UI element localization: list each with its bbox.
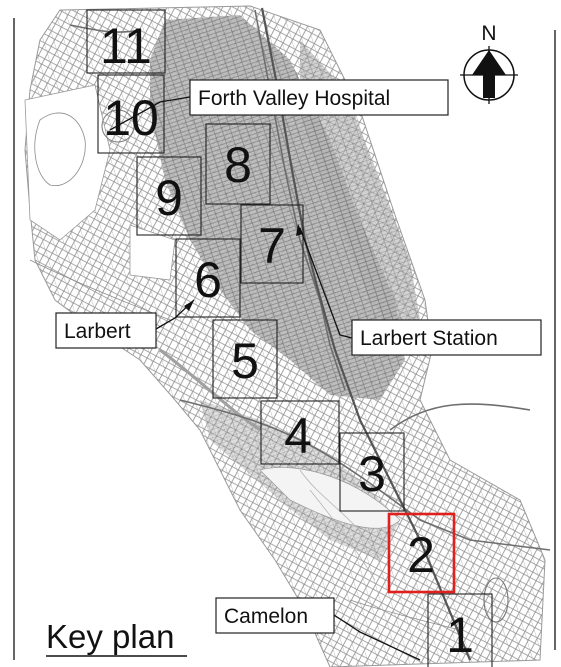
map-title: Key plan [46, 618, 174, 655]
north-label: N [481, 22, 496, 45]
tile-3[interactable]: 3 [339, 432, 405, 512]
callout-label: Camelon [224, 605, 308, 628]
key-plan-title: Key plan [46, 618, 187, 657]
tile-number: 2 [407, 527, 435, 583]
tile-number: 5 [231, 333, 259, 389]
tile-number: 9 [155, 170, 183, 226]
tile-number: 3 [358, 446, 386, 502]
north-arrow-icon: N [460, 22, 518, 104]
callout-label: Forth Valley Hospital [198, 87, 390, 110]
tile-5[interactable]: 5 [212, 319, 278, 399]
tile-4[interactable]: 4 [260, 400, 340, 465]
tile-number: 4 [284, 408, 312, 464]
tile-7[interactable]: 7 [240, 204, 304, 284]
tile-11[interactable]: 11 [86, 9, 166, 74]
tile-number: 7 [258, 218, 286, 274]
tile-9[interactable]: 9 [136, 156, 202, 236]
tile-number: 11 [100, 18, 152, 74]
tile-number: 8 [224, 137, 252, 193]
callout-camelon: Camelon [215, 597, 421, 661]
open-land [24, 84, 401, 581]
tile-number: 6 [194, 252, 222, 308]
callout-larbert-station: Larbert Station [296, 224, 542, 356]
tile-8[interactable]: 8 [205, 123, 271, 205]
callout-label: Larbert [64, 320, 131, 343]
tile-1[interactable]: 1 [427, 593, 493, 667]
tile-6[interactable]: 6 [175, 238, 241, 318]
callout-label: Larbert Station [360, 327, 498, 350]
tile-2[interactable]: 2 [387, 512, 456, 594]
tile-grid: 11 10 9 8 7 6 5 4 [86, 9, 493, 667]
tile-number: 1 [446, 607, 474, 663]
callout-forth-valley-hospital: Forth Valley Hospital [109, 79, 449, 131]
callout-larbert: Larbert [55, 299, 195, 349]
tile-10[interactable]: 10 [97, 74, 165, 154]
